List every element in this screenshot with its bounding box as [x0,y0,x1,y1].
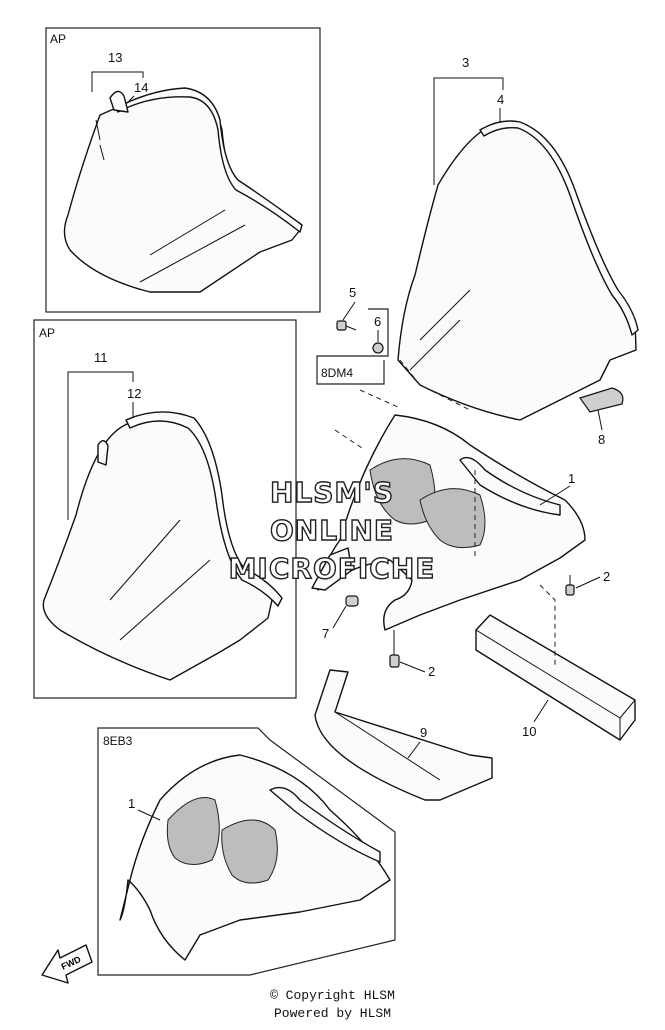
box-8eb3-label: 8EB3 [103,734,133,748]
foam-part-10: 10 [475,614,636,741]
callout-6-label: 6 [374,314,381,329]
callout-14: 14 [125,80,148,105]
callout-1-variant: 1 [128,796,161,821]
clip-part-8: 8 [579,387,624,447]
callout-4: 4 [497,92,504,122]
box-8eb3: 8EB3 [97,727,396,976]
seal-part-9: 9 [314,669,493,801]
callout-11: 11 [67,350,134,520]
windshield-part-13 [63,87,303,293]
callout-7-label: 7 [322,626,329,641]
callout-11-label: 11 [94,350,108,365]
cowl-part-1 [311,389,586,631]
bolt-part-2-center: 2 [389,630,435,679]
callout-1: 1 [539,471,575,506]
box-8dm4-label: 8DM4 [321,366,353,380]
callout-14-label: 14 [134,80,148,95]
callout-1-variant-label: 1 [128,796,135,811]
callout-3: 3 [433,55,504,185]
callout-13-label: 13 [108,50,122,65]
watermark: HLSM'S ONLINE MICROFICHE [228,475,436,585]
callout-9-label: 9 [420,725,427,740]
callout-4-label: 4 [497,92,504,107]
callout-2-center-label: 2 [428,664,435,679]
ap-box-top: AP [45,27,321,313]
callout-12: 12 [127,386,141,418]
cowl-part-1-variant [119,754,391,961]
watermark-line-1: HLSM'S [270,476,394,509]
callout-1-label: 1 [568,471,575,486]
callout-5-label: 5 [349,285,356,300]
callout-12-label: 12 [127,386,141,401]
fwd-arrow-icon: FWD [41,944,93,984]
watermark-line-2: ONLINE [270,514,394,547]
callout-3-label: 3 [462,55,469,70]
windshield-part-3 [397,120,639,421]
box-8dm4: 8DM4 6 [316,308,389,385]
ap-box-mid-label: AP [39,326,55,340]
bolt-part-2-right: 2 [565,569,610,596]
ap-box-mid: AP [33,319,297,699]
bolt-part-5: 5 [336,285,356,331]
callout-2-right-label: 2 [603,569,610,584]
watermark-line-3: MICROFICHE [229,552,436,585]
footer-powered: Powered by HLSM [273,1006,392,1021]
callout-13: 13 [91,50,144,92]
nut-part-7: 7 [322,595,359,641]
callout-10-label: 10 [522,724,536,739]
callout-8-label: 8 [598,432,605,447]
footer-copyright: © Copyright HLSM [270,988,395,1003]
ap-box-top-label: AP [50,32,66,46]
windshield-part-11 [42,411,283,681]
